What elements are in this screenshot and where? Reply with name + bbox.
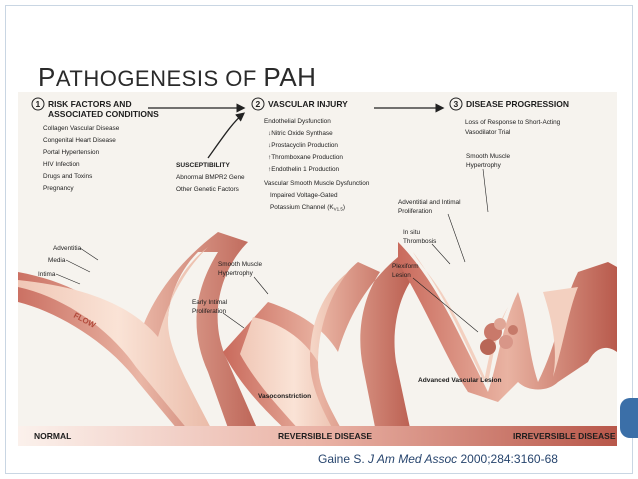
figure-svg: FLOW 1 RISK FACTORS AND ASSOCIATED CONDI… — [18, 97, 617, 446]
label-hypertrophy-1: Hypertrophy — [218, 270, 254, 277]
step-1-item: Drugs and Toxins — [43, 173, 92, 180]
label-media: Media — [48, 257, 66, 264]
step-1-item: Pregnancy — [43, 185, 74, 192]
susceptibility-item: Other Genetic Factors — [176, 186, 239, 193]
label-intima: Intima — [38, 271, 56, 278]
label-early-proliferation: Proliferation — [192, 308, 227, 315]
step-3-line-2: Vasodilator Trial — [465, 129, 510, 136]
vessel-reversible — [223, 257, 418, 442]
label-lesion: Lesion — [392, 272, 411, 279]
title-acronym: PAH — [263, 62, 317, 92]
step-2-circle — [251, 97, 265, 111]
step-1-heading-2: ASSOCIATED CONDITIONS — [48, 109, 159, 119]
disease-gradient-bar — [18, 426, 617, 446]
step-2-item: ↑Endothelin 1 Production — [268, 166, 340, 173]
citation-author: Gaine S. — [318, 452, 369, 466]
step-2-heading: VASCULAR INJURY — [268, 99, 348, 109]
step-3-number: 3 — [454, 99, 459, 109]
smooth-muscle-line-2: Potassium Channel (KV1.5) — [270, 204, 345, 212]
step-2-number: 2 — [256, 99, 261, 109]
step-1-item: HIV Infection — [43, 161, 80, 168]
label-vasoconstriction: Vasoconstriction — [258, 393, 311, 400]
label-early-intimal: Early Intimal — [192, 299, 227, 306]
step-3-block: 3 DISEASE PROGRESSION Loss of Response t… — [449, 97, 569, 136]
bar-normal: NORMAL — [34, 431, 71, 441]
step-2-item: ↓Prostacyclin Production — [268, 142, 338, 149]
citation: Gaine S. J Am Med Assoc 2000;284:3160-68 — [318, 452, 558, 466]
step-1-number: 1 — [36, 99, 41, 109]
arrow-susceptibility — [207, 112, 246, 159]
label-hypertrophy-2: Hypertrophy — [466, 162, 502, 169]
step-1-item: Portal Hypertension — [43, 149, 100, 156]
disease-bar: NORMAL REVERSIBLE DISEASE IRREVERSIBLE D… — [18, 426, 617, 446]
susceptibility-block: SUSCEPTIBILITY Abnormal BMPR2 Gene Other… — [176, 162, 245, 193]
step-3-heading: DISEASE PROGRESSION — [466, 99, 569, 109]
label-advanced-lesion: Advanced Vascular Lesion — [418, 377, 502, 384]
slide-title: PATHOGENESIS OF PAH — [38, 62, 316, 93]
label-adventitial-intimal: Adventitial and Intimal — [398, 199, 461, 206]
susceptibility-heading: SUSCEPTIBILITY — [176, 162, 230, 169]
label-plexiform: Plexiform — [392, 263, 419, 270]
step-3-line-1: Loss of Response to Short-Acting — [465, 119, 561, 126]
side-tab — [620, 398, 638, 438]
step-1-heading-1: RISK FACTORS AND — [48, 99, 132, 109]
vessel-labels: Adventitia Media Intima Smooth Muscle Hy… — [38, 153, 510, 400]
pathogenesis-figure: FLOW 1 RISK FACTORS AND ASSOCIATED CONDI… — [18, 92, 617, 446]
vessel-normal: FLOW — [18, 232, 263, 442]
step-2-item: ↑Thromboxane Production — [268, 154, 343, 161]
step-2-block: 2 VASCULAR INJURY Endothelial Dysfunctio… — [251, 97, 370, 212]
smooth-muscle-heading: Vascular Smooth Muscle Dysfunction — [264, 180, 370, 187]
label-smooth-muscle-1: Smooth Muscle — [218, 261, 262, 268]
smooth-muscle-line-1: Impaired Voltage-Gated — [270, 192, 338, 199]
title-rest: ATHOGENESIS OF — [55, 66, 264, 91]
bar-irreversible: IRREVERSIBLE DISEASE — [513, 431, 616, 441]
label-adventitia: Adventitia — [53, 245, 82, 252]
step-1-block: 1 RISK FACTORS AND ASSOCIATED CONDITIONS… — [31, 97, 159, 192]
label-smooth-muscle-2: Smooth Muscle — [466, 153, 510, 160]
vessel-irreversible — [398, 242, 617, 402]
citation-journal: J Am Med Assoc — [368, 452, 458, 466]
step-2-subheading: Endothelial Dysfunction — [264, 118, 331, 125]
step-2-item: ↓Nitric Oxide Synthase — [268, 130, 333, 137]
title-first-letter: P — [38, 62, 56, 92]
slide-frame — [5, 5, 633, 474]
step-1-circle — [31, 97, 45, 111]
step-1-item: Collagen Vascular Disease — [43, 125, 120, 132]
label-thrombosis: Thrombosis — [403, 238, 436, 245]
label-adventitial-proliferation: Proliferation — [398, 208, 433, 215]
step-1-item: Congenital Heart Disease — [43, 137, 116, 144]
step-3-circle — [449, 97, 463, 111]
susceptibility-item: Abnormal BMPR2 Gene — [176, 174, 245, 181]
bar-reversible: REVERSIBLE DISEASE — [278, 431, 372, 441]
citation-rest: 2000;284:3160-68 — [457, 452, 558, 466]
label-in-situ: In situ — [403, 229, 420, 236]
